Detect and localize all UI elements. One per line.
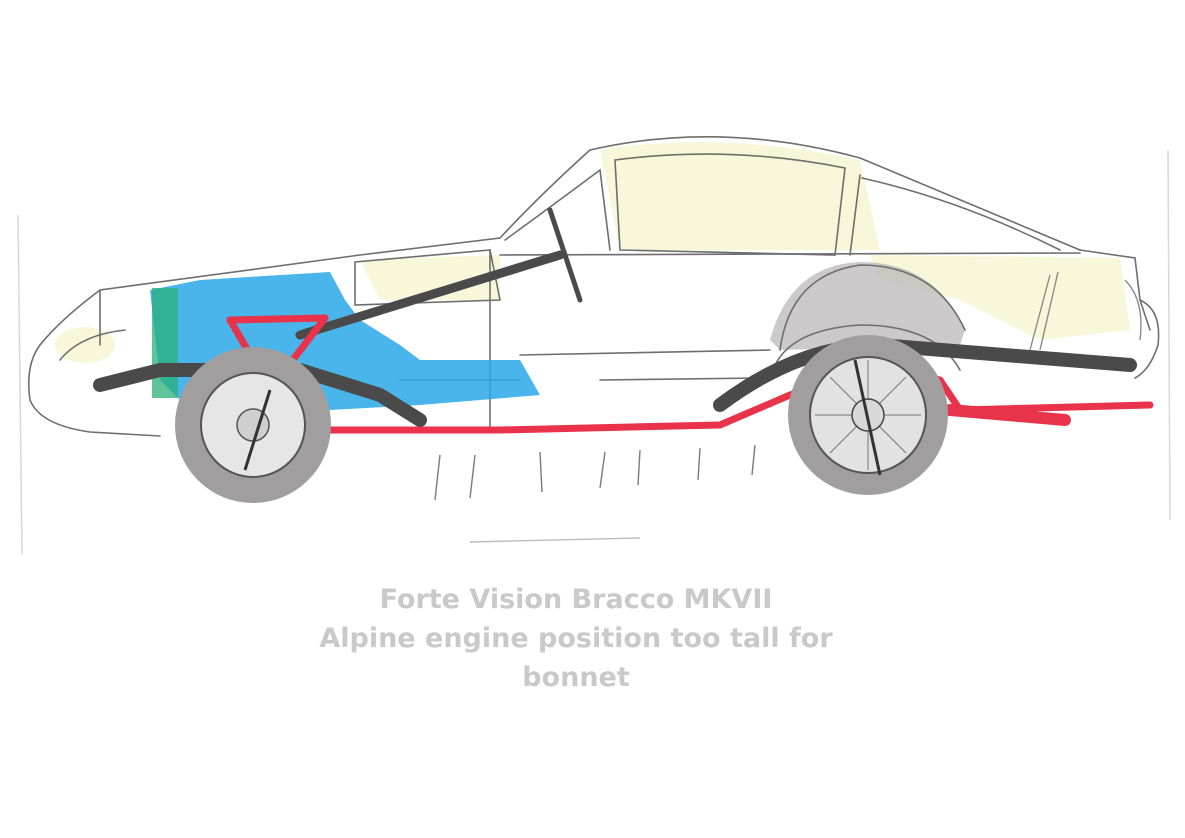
- caption-line-2: Alpine engine position too tall for: [319, 623, 833, 654]
- radiator: [152, 288, 178, 398]
- caption: Forte Vision Bracco MKVII Alpine engine …: [0, 580, 1152, 697]
- rear-details: [1029, 271, 1142, 351]
- body-tint: [55, 142, 1130, 363]
- rear-wheel: [788, 335, 948, 495]
- paper-marks: [17, 149, 1171, 556]
- rear-wheel-arch: [770, 262, 965, 350]
- caption-line-3: bonnet: [522, 662, 630, 693]
- caption-title: Forte Vision Bracco MKVII: [379, 584, 773, 615]
- ground-marks: [434, 444, 756, 543]
- front-wheel: [175, 347, 331, 503]
- body-outline: [27, 136, 1160, 437]
